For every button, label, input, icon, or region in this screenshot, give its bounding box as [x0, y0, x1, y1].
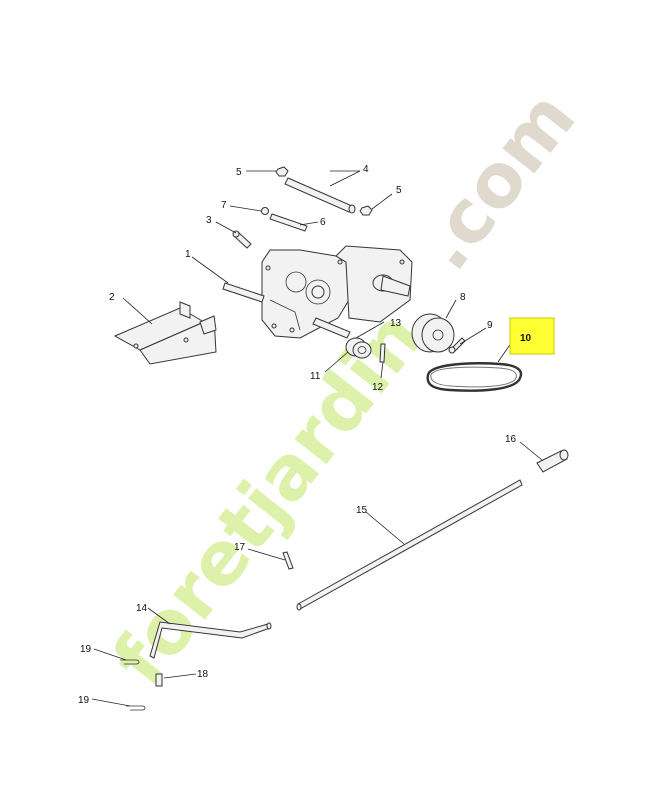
leader-lines — [91, 170, 543, 707]
part-14-lever — [149, 621, 272, 659]
callout-9[interactable]: 9 — [487, 320, 493, 331]
part-2-bracket — [113, 301, 217, 365]
callout-labels: 1 2 3 4 5 5 6 7 8 9 10 11 12 13 14 15 16… — [78, 164, 532, 706]
callout-19-b[interactable]: 19 — [78, 695, 90, 706]
callout-18[interactable]: 18 — [197, 669, 209, 680]
part-8-pulley — [411, 313, 455, 353]
part-7-bolt — [261, 207, 269, 215]
part-5-nut-a — [275, 166, 289, 177]
callout-13[interactable]: 13 — [390, 318, 402, 329]
part-12-pin — [379, 343, 386, 363]
callout-6[interactable]: 6 — [320, 217, 326, 228]
part-19-clip-a — [120, 659, 140, 665]
part-10-belt — [426, 362, 523, 392]
callout-5-b[interactable]: 5 — [396, 185, 402, 196]
callout-8[interactable]: 8 — [460, 292, 466, 303]
callout-7[interactable]: 7 — [221, 200, 227, 211]
callout-17[interactable]: 17 — [234, 542, 246, 553]
watermark: foretjardin .com — [96, 76, 592, 701]
part-19-clip-b — [126, 705, 146, 711]
callout-5-a[interactable]: 5 — [236, 167, 242, 178]
callout-4[interactable]: 4 — [363, 164, 369, 175]
callout-2[interactable]: 2 — [109, 292, 115, 303]
callout-14[interactable]: 14 — [136, 603, 148, 614]
callout-15[interactable]: 15 — [356, 505, 368, 516]
highlight-box-10 — [509, 317, 555, 355]
callout-12[interactable]: 12 — [372, 382, 384, 393]
watermark-suffix: .com — [401, 76, 592, 286]
part-3-bolt — [232, 230, 252, 249]
part-1-gearbox — [222, 245, 413, 339]
callout-11[interactable]: 11 — [310, 371, 321, 382]
callout-3[interactable]: 3 — [206, 215, 212, 226]
part-4-shaft — [284, 177, 356, 214]
part-18-pin — [155, 673, 163, 687]
callout-16[interactable]: 16 — [505, 434, 517, 445]
part-17-pin — [282, 551, 294, 570]
callout-1[interactable]: 1 — [185, 249, 191, 260]
part-6-rod — [269, 213, 308, 232]
part-16-grip — [536, 449, 569, 473]
callout-19-a[interactable]: 19 — [80, 644, 92, 655]
part-5-nut-b — [359, 205, 373, 216]
part-15-rod — [296, 479, 523, 611]
callout-10[interactable]: 10 — [520, 333, 532, 344]
